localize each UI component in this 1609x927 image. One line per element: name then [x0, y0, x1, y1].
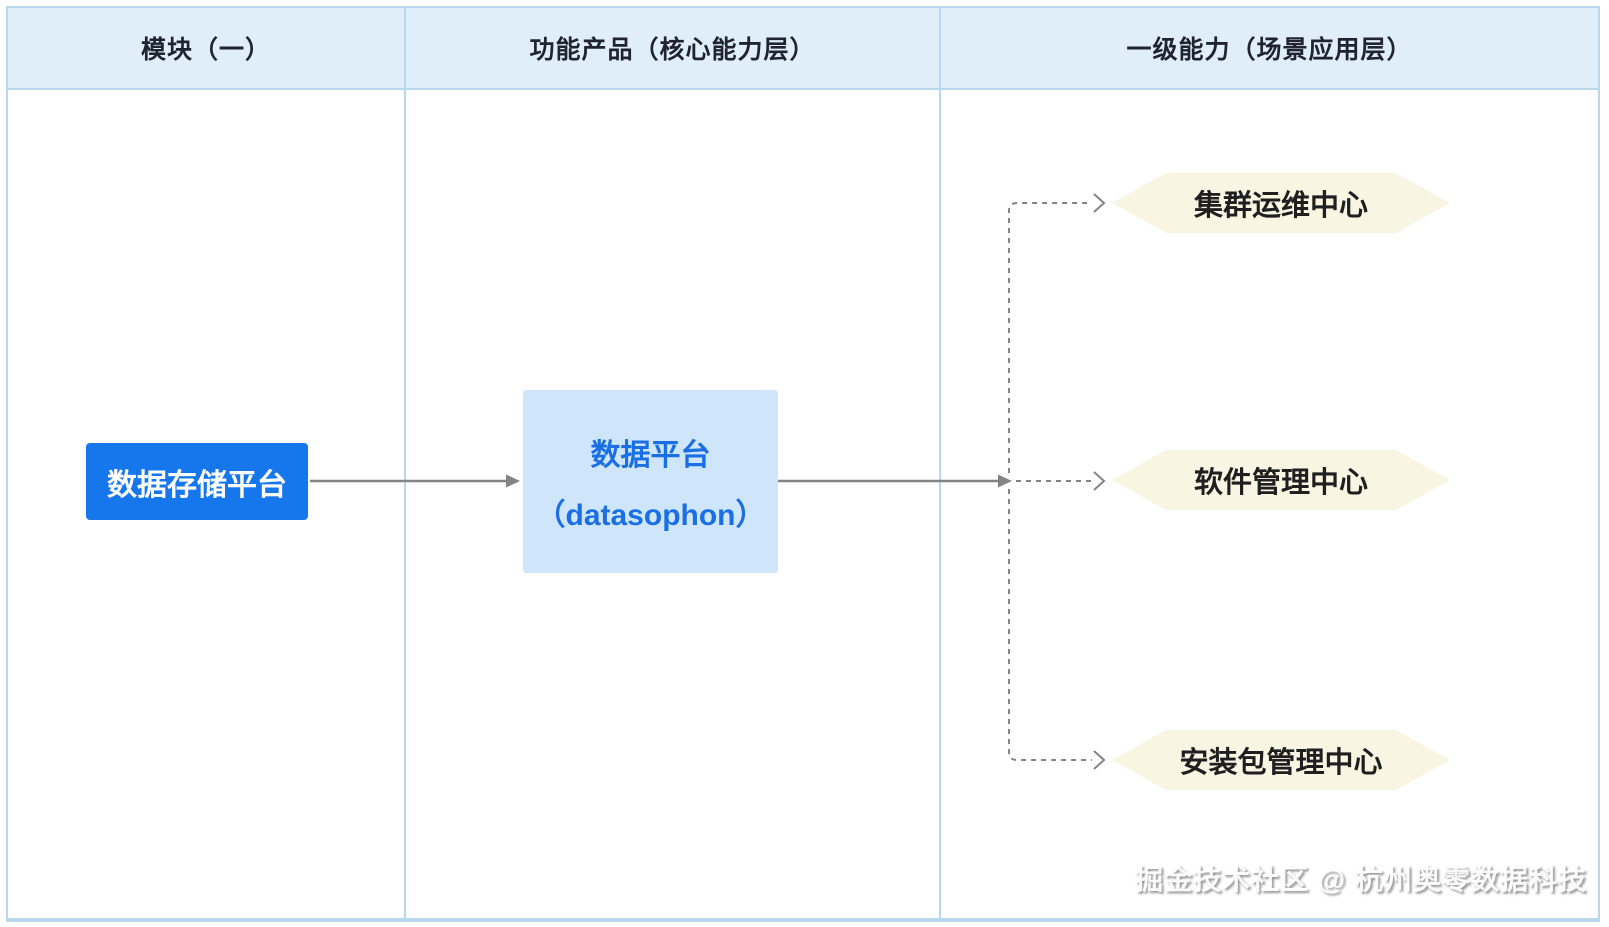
capability-label: 集群运维中心	[1193, 190, 1368, 222]
capability-node-software-mgmt: 软件管理中心	[1112, 450, 1450, 510]
capability-node-package-mgmt: 安装包管理中心	[1112, 730, 1450, 790]
storage-platform-node: 数据存储平台	[86, 443, 308, 520]
capability-node-cluster-ops: 集群运维中心	[1112, 173, 1450, 233]
lane-header-capability: 一级能力（场景应用层）	[941, 8, 1598, 90]
capability-label: 软件管理中心	[1193, 467, 1368, 499]
lane-product: 功能产品（核心能力层）	[406, 8, 941, 918]
storage-platform-label: 数据存储平台	[107, 468, 287, 502]
lane-header-product: 功能产品（核心能力层）	[406, 8, 939, 90]
data-platform-node: 数据平台 （datasophon）	[523, 390, 778, 573]
data-platform-title: 数据平台	[590, 438, 711, 472]
data-platform-subtitle: （datasophon）	[535, 498, 766, 532]
watermark: 掘金技术社区 @ 杭州奥零数据科技	[1135, 864, 1587, 895]
capability-label: 安装包管理中心	[1179, 747, 1383, 779]
lane-header-module: 模块（一）	[8, 8, 404, 90]
